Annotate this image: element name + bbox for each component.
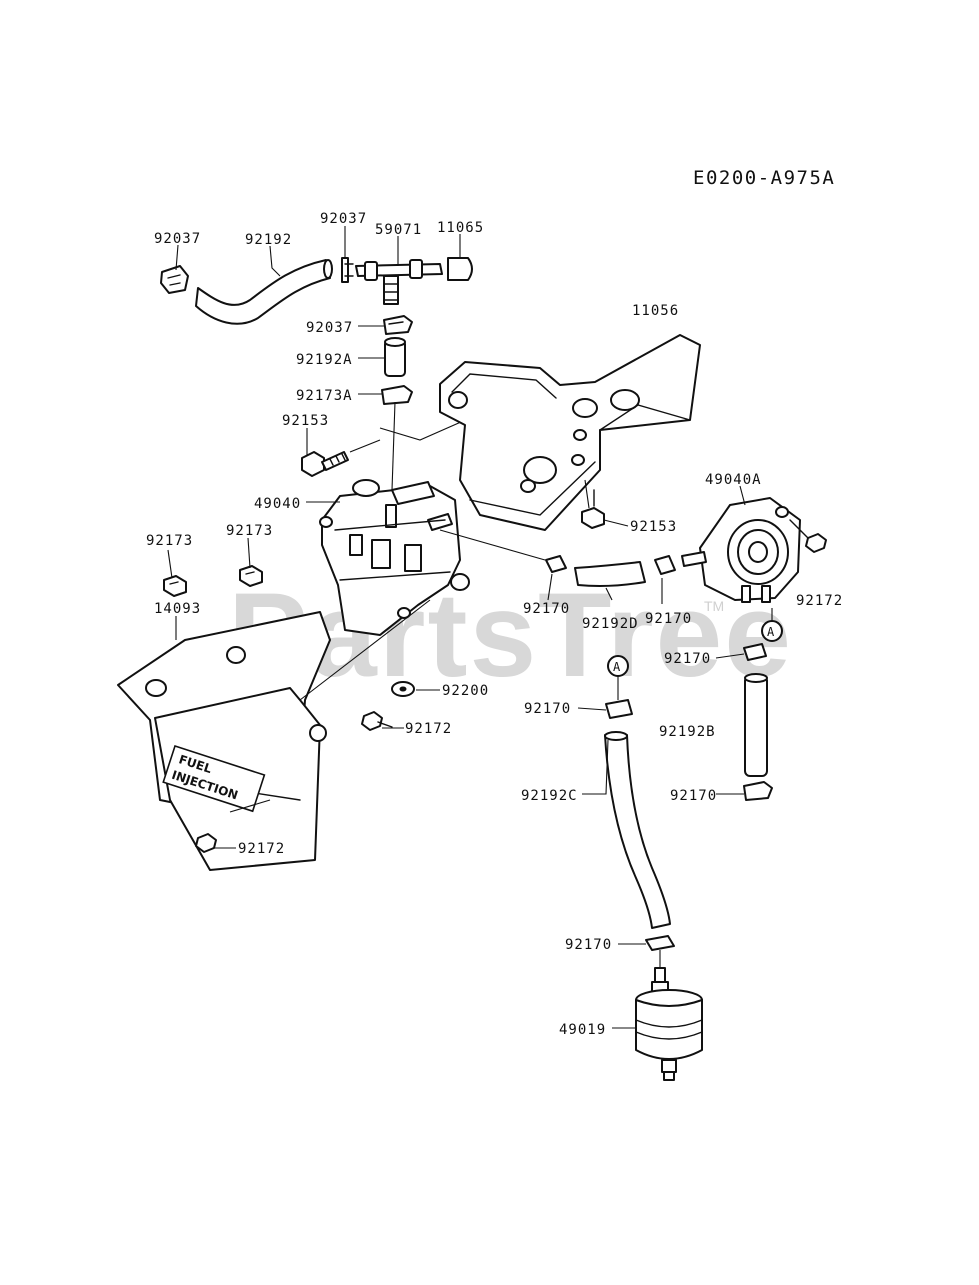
- label-49040: 49040: [254, 496, 301, 512]
- label-92170-e: 92170: [565, 937, 612, 953]
- label-92172-right: 92172: [796, 593, 843, 609]
- leader-lines: [167, 226, 746, 1029]
- label-92170-a: 92170: [523, 601, 570, 617]
- label-92037-left: 92037: [154, 231, 201, 247]
- connector-mark-a-left: A: [607, 655, 629, 677]
- assembly-line-bolt: [349, 439, 381, 453]
- label-92192A: 92192A: [296, 352, 353, 368]
- part-92037-top-clip: [341, 257, 354, 283]
- assembly-line-right-bolt: [584, 479, 590, 509]
- part-92192-hose: [195, 259, 333, 325]
- label-92200: 92200: [442, 683, 489, 699]
- label-11065: 11065: [437, 220, 484, 236]
- label-59071: 59071: [375, 222, 422, 238]
- label-92170-b: 92170: [645, 611, 692, 627]
- part-49040A-pump: [681, 497, 801, 603]
- part-labels: 92037 92192 92037 59071 11065 11056 9203…: [146, 211, 843, 1038]
- part-92170-e-clamp: [645, 935, 675, 951]
- part-92170-c-clamp: [743, 643, 767, 661]
- part-92200-washer: [391, 681, 415, 697]
- assembly-line-cover: [299, 599, 431, 701]
- part-11065-cap: [447, 257, 473, 281]
- label-92192B: 92192B: [659, 724, 716, 740]
- part-92192B-hose: [744, 673, 768, 777]
- label-92192: 92192: [245, 232, 292, 248]
- part-92170-a-clamp: [545, 555, 567, 573]
- part-49019-fuel-filter: [635, 967, 703, 1081]
- label-92153-left: 92153: [282, 413, 329, 429]
- label-11056: 11056: [632, 303, 679, 319]
- assembly-line-pump-hose: [439, 529, 546, 561]
- label-92173A: 92173A: [296, 388, 353, 404]
- part-92192D-hose: [574, 561, 646, 587]
- label-92172-mid: 92172: [405, 721, 452, 737]
- part-11056-bracket: [439, 334, 701, 531]
- diagram-code: E0200-A975A: [693, 167, 835, 189]
- part-92153-right-bolt: [581, 489, 605, 529]
- assembly-line-tee-to-filter: [391, 401, 396, 491]
- assembly-line-cover-bolt: [229, 799, 271, 813]
- label-92170-c: 92170: [664, 651, 711, 667]
- watermark-trademark: TM: [704, 598, 724, 614]
- svg-text:A: A: [613, 660, 621, 674]
- label-14093: 14093: [154, 601, 201, 617]
- part-92173-right-bolt: [239, 565, 263, 587]
- label-92173-left: 92173: [146, 533, 193, 549]
- part-92170-b-clamp: [654, 555, 676, 575]
- label-49019: 49019: [559, 1022, 606, 1038]
- part-92173-left-bolt: [163, 575, 187, 597]
- part-92172-mid-screw: [361, 711, 393, 731]
- part-92173A-clamp: [381, 385, 413, 405]
- label-92170-f: 92170: [670, 788, 717, 804]
- part-92192C-hose: [604, 731, 671, 929]
- label-92192D: 92192D: [582, 616, 639, 632]
- label-92153-right: 92153: [630, 519, 677, 535]
- label-92192C: 92192C: [521, 788, 578, 804]
- part-59071-tee: [355, 259, 443, 305]
- label-92037-top: 92037: [320, 211, 367, 227]
- part-49040-pump: [319, 479, 470, 636]
- svg-text:A: A: [767, 625, 775, 639]
- part-92172-right-screw: [789, 519, 827, 553]
- part-92037-left-clamp: [160, 265, 189, 294]
- part-92192A-hose: [384, 337, 406, 377]
- part-92172-bottom-screw: [195, 833, 217, 853]
- label-92170-d: 92170: [524, 701, 571, 717]
- part-92170-f-clamp: [743, 781, 773, 801]
- part-92153-left-bolt: [301, 451, 349, 477]
- label-92173-right: 92173: [226, 523, 273, 539]
- part-92037-mid-clamp: [383, 315, 413, 335]
- label-49040A: 49040A: [705, 472, 762, 488]
- label-92037-mid: 92037: [306, 320, 353, 336]
- connector-mark-a-right: A: [761, 620, 783, 642]
- label-92172-bottom: 92172: [238, 841, 285, 857]
- assembly-line-bracket: [379, 417, 471, 441]
- part-14093-cover: [117, 611, 331, 871]
- part-92170-d-clamp: [605, 699, 633, 719]
